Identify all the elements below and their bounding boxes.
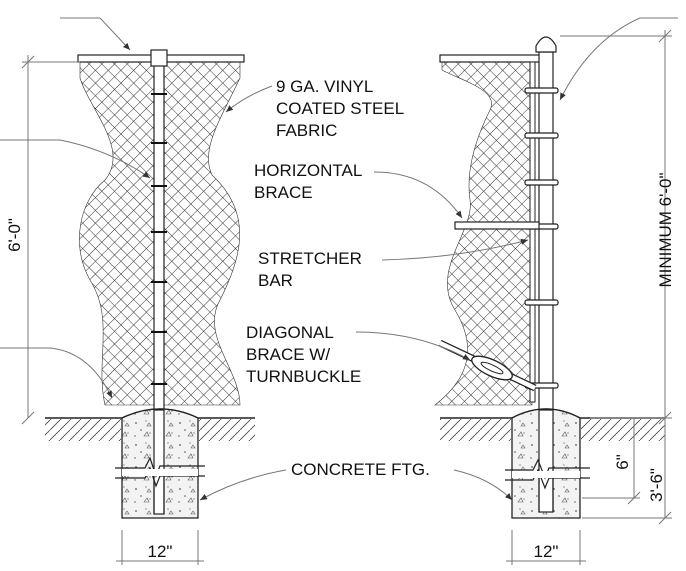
diagonal-brace-label-line2: BRACE W/ [246, 345, 330, 364]
horizontal-brace-callout: HORIZONTAL BRACE [254, 161, 463, 219]
stretcher-bar-label-line1: STRETCHER [258, 249, 362, 268]
fabric-label-line1: 9 GA. VINYL [276, 77, 373, 96]
diagonal-brace-label-line1: DIAGONAL [246, 323, 334, 342]
diagonal-brace-callout: DIAGONAL BRACE W/ TURNBUCKLE [246, 323, 471, 386]
right-footing-width-dimension [506, 530, 586, 565]
right-top-rail [439, 54, 541, 63]
concrete-callout: CONCRETE FTG. [199, 460, 513, 501]
left-fabric-ties [151, 93, 167, 385]
footing-depth-label: 3'-6" [647, 468, 666, 502]
footing-depth-dimension [582, 418, 672, 525]
left-leader-bottom [0, 347, 113, 399]
concrete-label: CONCRETE FTG. [291, 460, 430, 479]
right-footing-width-label: 12" [534, 542, 559, 561]
footing-offset-dimension [582, 418, 641, 505]
left-elevation: 6'-0" 12" [0, 17, 255, 565]
stretcher-bar-callout: STRETCHER BAR [258, 238, 529, 290]
horizontal-brace-label-line1: HORIZONTAL [254, 161, 362, 180]
right-leader-top [559, 17, 678, 101]
stretcher-bar-label-line2: BAR [258, 271, 293, 290]
left-footing-width-label: 12" [148, 542, 173, 561]
minimum-height-label: MINIMUM 6'-0" [656, 172, 675, 287]
fabric-label-line2: COATED STEEL [276, 99, 404, 118]
left-leader-top [60, 17, 131, 51]
left-soil-hatch-b [199, 419, 255, 441]
right-fabric [434, 59, 533, 406]
minimum-height-dimension [560, 29, 672, 425]
fence-height-label: 6'-0" [5, 218, 24, 252]
left-post-cap [150, 49, 168, 67]
right-footing-break [505, 458, 590, 480]
left-footing-width-dimension [116, 530, 204, 565]
diagonal-brace-label-line3: TURNBUCKLE [246, 367, 361, 386]
stretcher-bar-element [529, 61, 536, 403]
horizontal-brace-label-line2: BRACE [254, 183, 313, 202]
footing-offset-label: 6" [613, 454, 632, 470]
left-leader-mid [0, 139, 151, 179]
fabric-callout: 9 GA. VINYL COATED STEEL FABRIC [225, 77, 404, 140]
fence-height-dimension [21, 55, 80, 425]
left-footing-break [115, 456, 205, 478]
right-post-dome-cap [535, 36, 557, 53]
fabric-label-line3: FABRIC [276, 121, 337, 140]
horizontal-brace-element [454, 221, 540, 230]
left-soil-hatch-a [45, 419, 121, 441]
right-elevation: MINIMUM 6'-0" 6" 3'-6" 12" [434, 17, 678, 565]
